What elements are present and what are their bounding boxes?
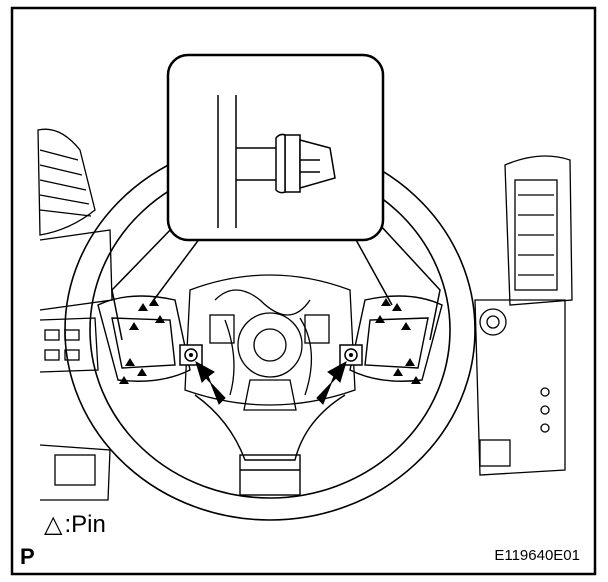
figure-code: E119640E01: [494, 547, 580, 564]
callout-leaders: [111, 224, 441, 341]
pin-legend-triangle-icon: △: [44, 511, 63, 538]
pin-legend: △ :Pin: [44, 510, 106, 539]
pin-markers-left: [119, 298, 165, 384]
pin-detail-illustration: [217, 95, 336, 228]
screw-right: [339, 344, 363, 366]
left-vent: [37, 128, 113, 373]
screw-left: [179, 344, 203, 366]
center-console: [474, 155, 573, 476]
lower-dash-left: [39, 444, 111, 501]
right-spoke: [349, 295, 443, 382]
panel-letter: P: [20, 544, 35, 569]
arrow-left: [195, 360, 226, 405]
steering-hub: [184, 274, 356, 411]
figure-frame: [10, 6, 597, 576]
pin-markers-right: [375, 298, 421, 384]
left-spoke: [97, 295, 191, 382]
pin-legend-text: :Pin: [64, 510, 106, 538]
lower-spoke: [194, 394, 346, 496]
arrow-right: [316, 360, 347, 405]
